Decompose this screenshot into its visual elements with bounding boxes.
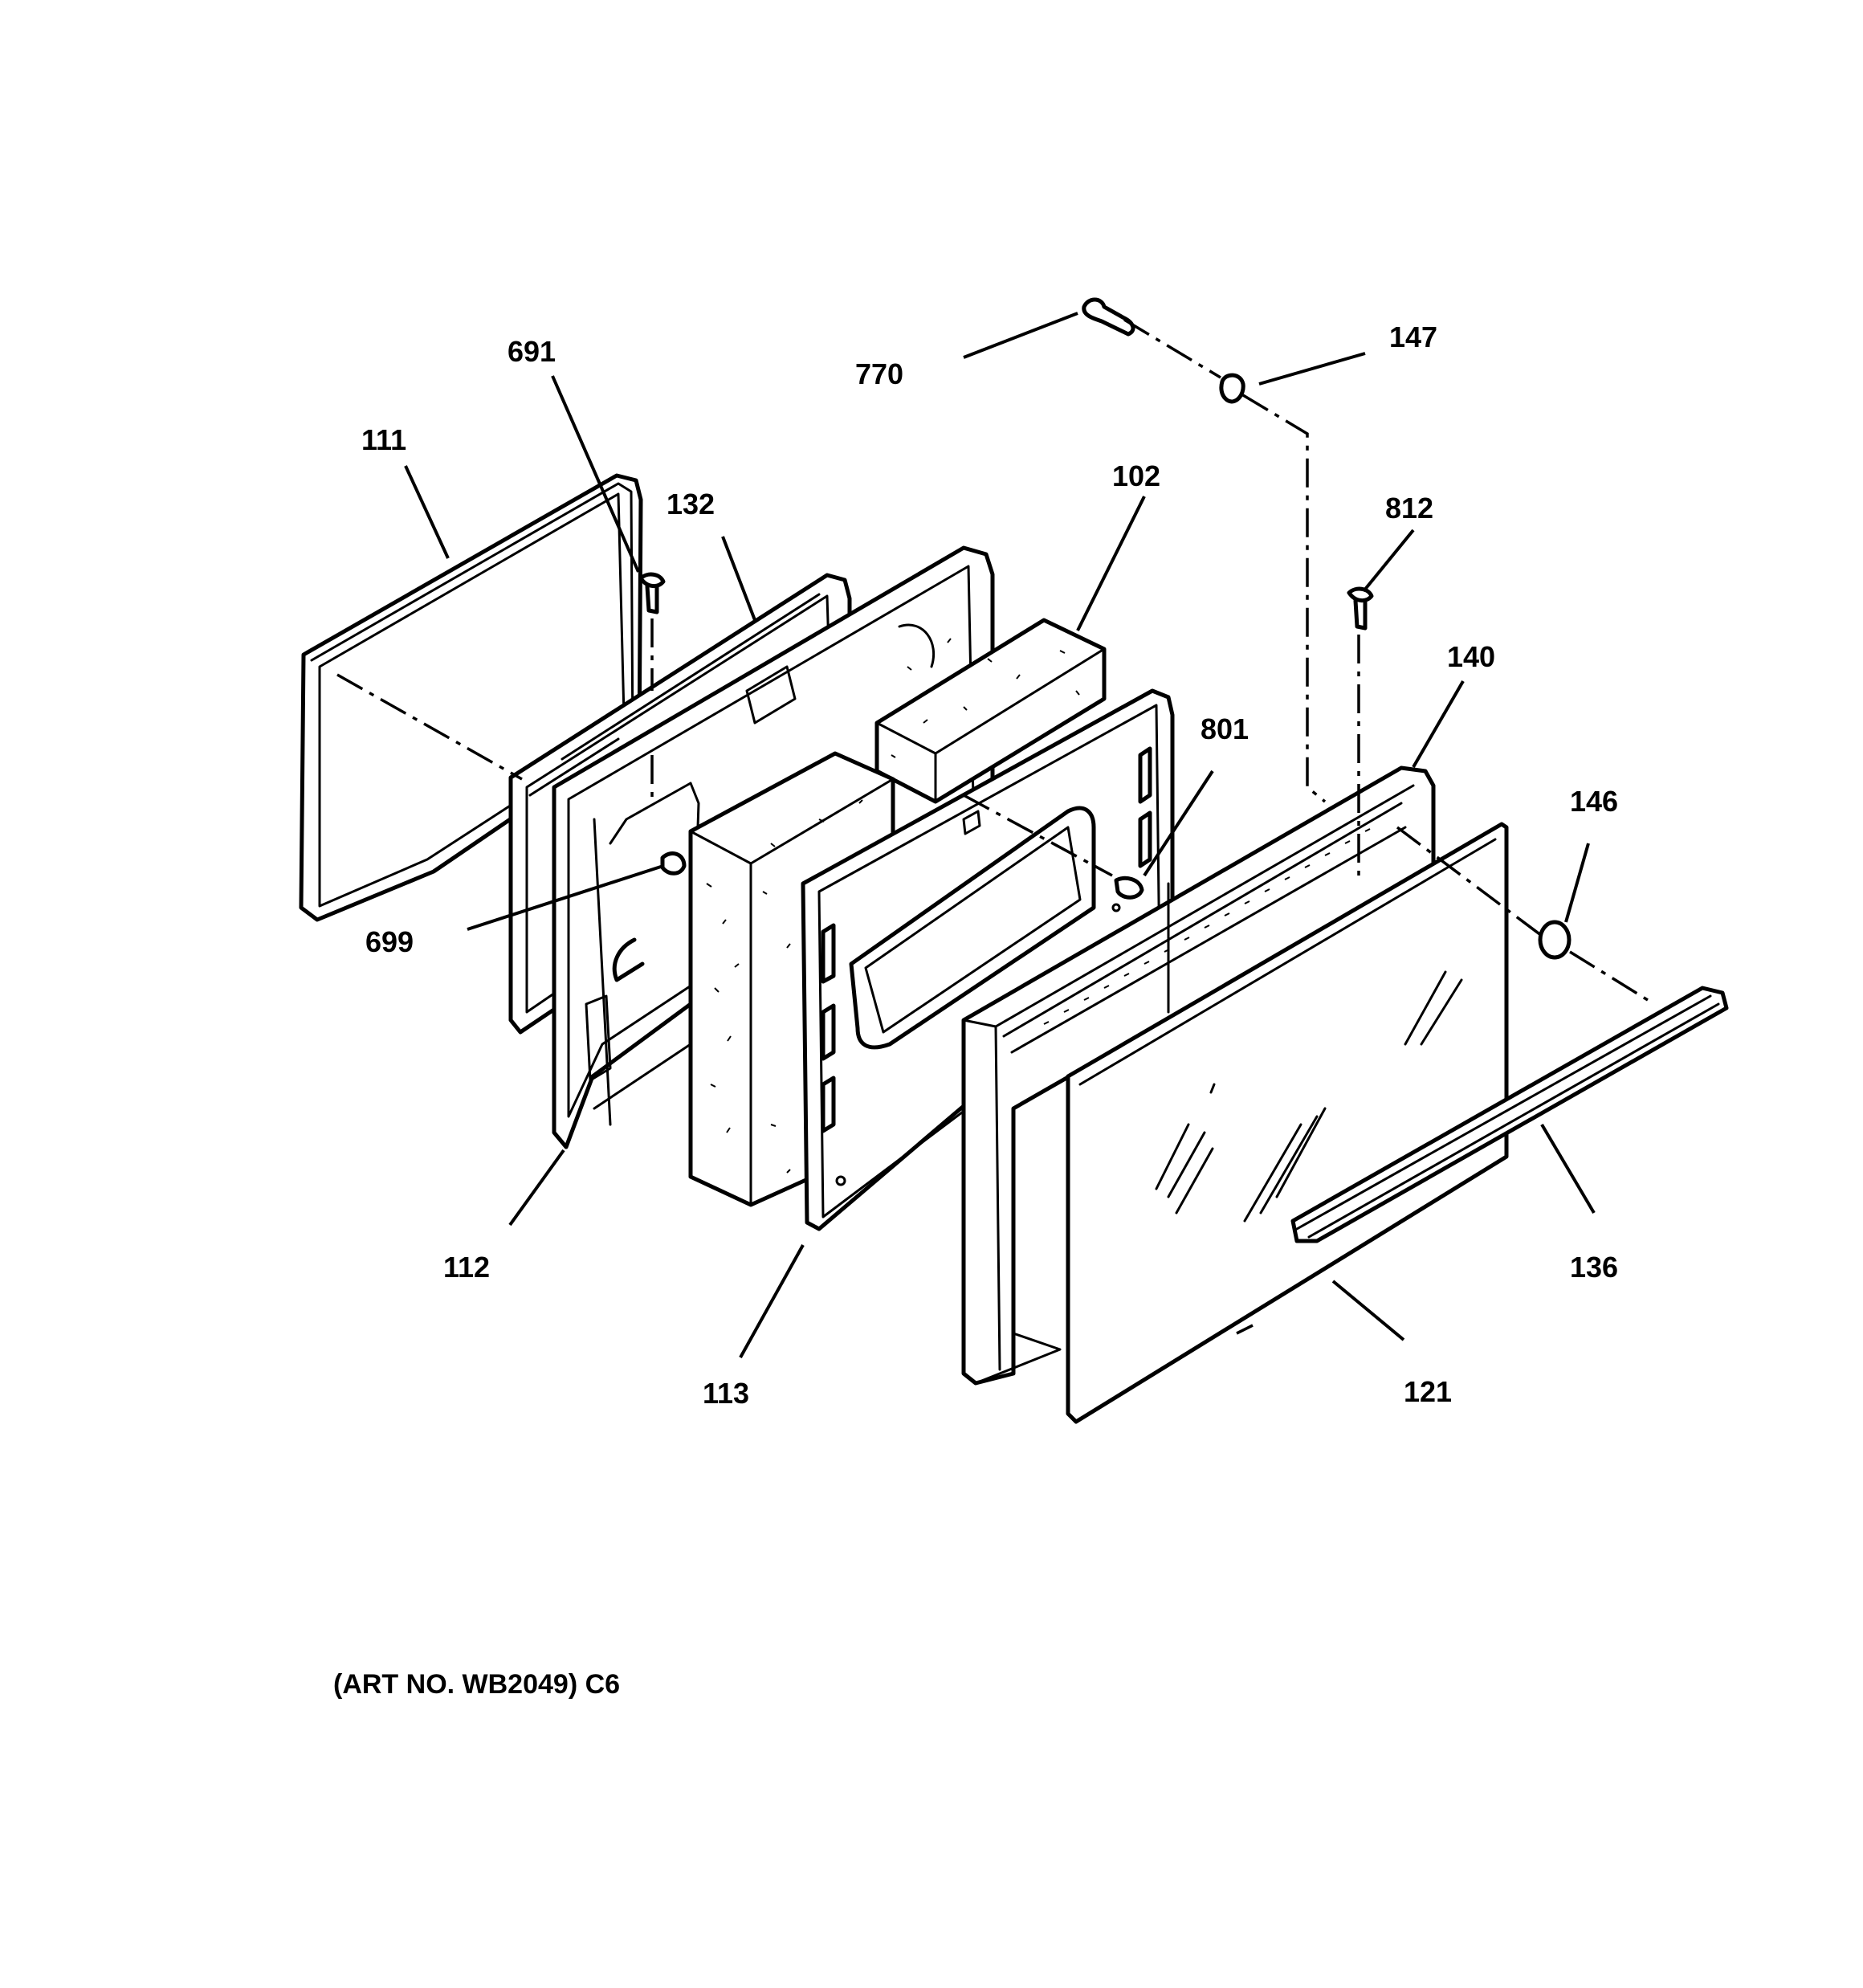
callout-770: 770 (855, 357, 903, 390)
part-121-glass (1066, 822, 1509, 1424)
callout-132: 132 (667, 488, 715, 520)
clip-147 (1219, 373, 1245, 404)
callout-136: 136 (1570, 1251, 1618, 1284)
callout-147: 147 (1389, 320, 1437, 353)
callout-812: 812 (1385, 492, 1433, 525)
callout-146: 146 (1570, 785, 1618, 818)
callout-140: 140 (1447, 640, 1495, 673)
screw-699 (660, 851, 687, 876)
part-102-insulation (874, 618, 1107, 804)
art-number-caption: (ART NO. WB2049) C6 (333, 1669, 620, 1700)
leader-lines (404, 312, 1596, 1358)
callout-113: 113 (703, 1377, 749, 1410)
callout-labels: 111 691 132 102 770 147 812 140 801 146 … (361, 320, 1618, 1410)
callout-102: 102 (1112, 459, 1160, 492)
callout-112: 112 (443, 1251, 490, 1284)
screw-801 (1114, 876, 1144, 900)
part-113-inner-panel (801, 688, 1175, 1231)
alignment-lines (336, 318, 1655, 1335)
part-136-trim (1290, 986, 1729, 1243)
callout-691: 691 (508, 335, 556, 368)
callout-111: 111 (361, 423, 406, 456)
hinge-pin-770 (1082, 297, 1135, 337)
callout-121: 121 (1404, 1375, 1452, 1408)
callout-801: 801 (1201, 712, 1249, 745)
screw-812 (1347, 586, 1374, 631)
callout-699: 699 (365, 925, 414, 958)
bumper-146 (1538, 920, 1572, 960)
screw-691 (638, 572, 666, 614)
